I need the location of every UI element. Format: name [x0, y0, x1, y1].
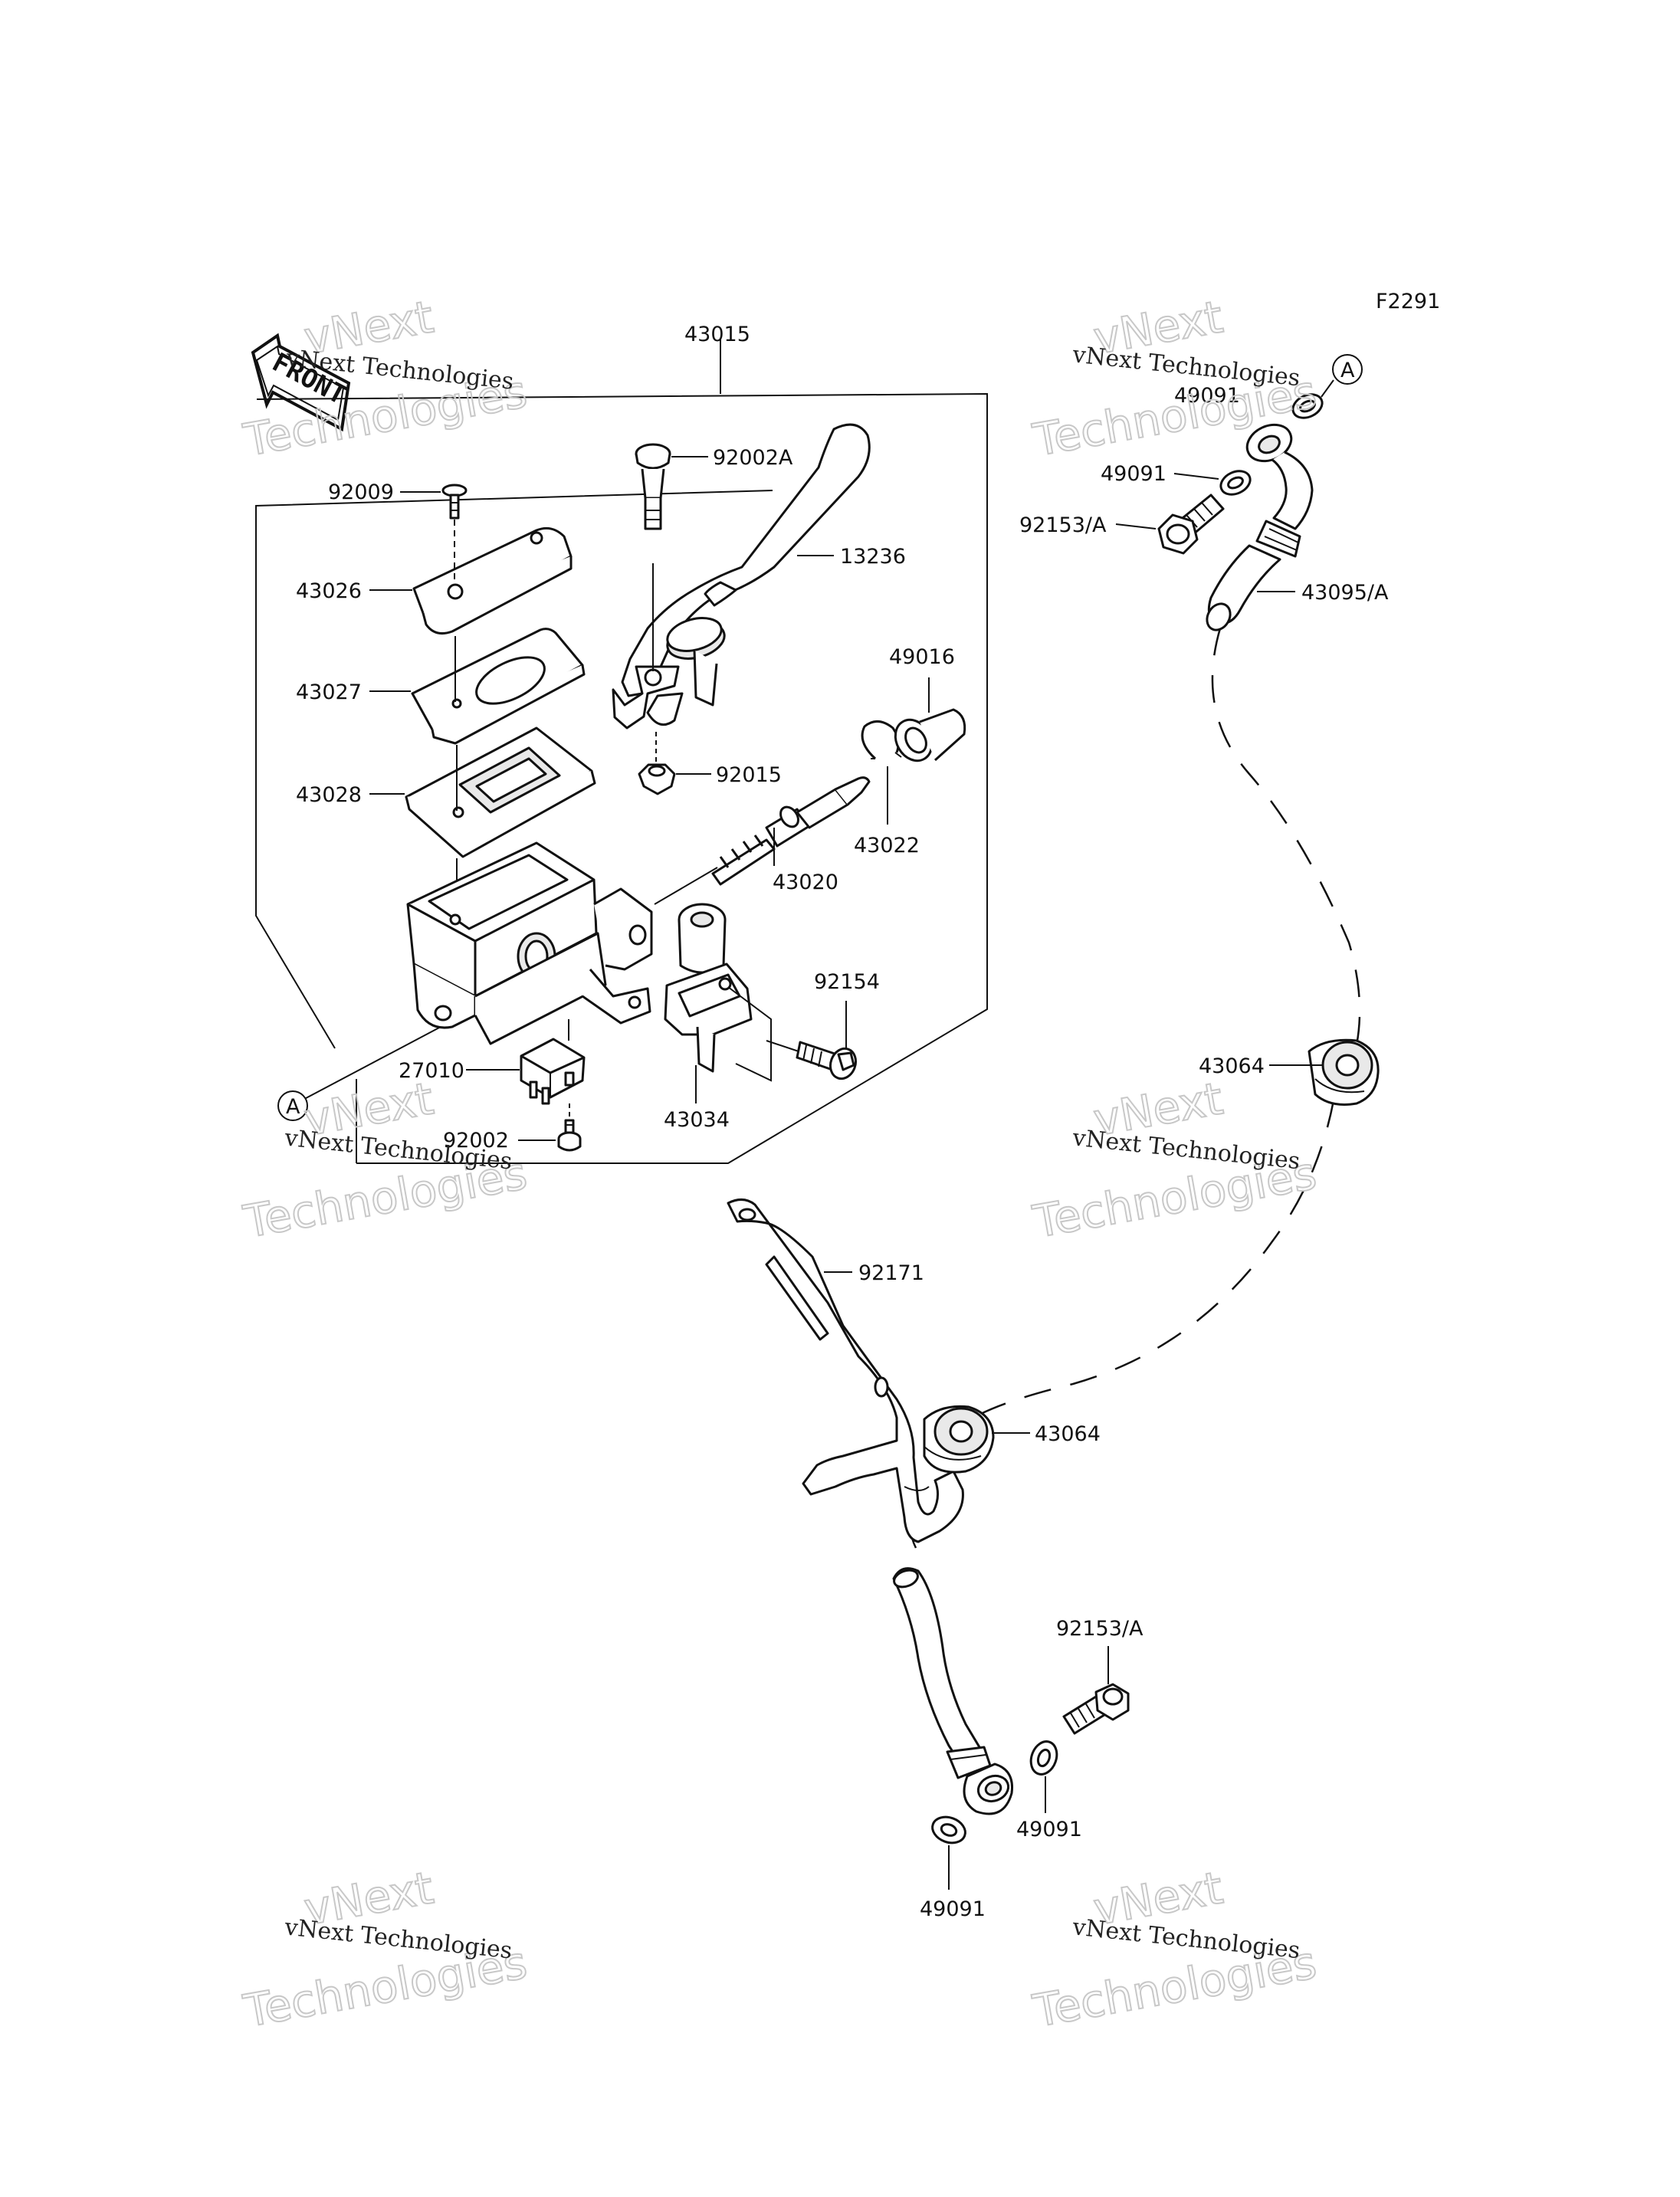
washer-49091-a2 [1219, 470, 1252, 496]
watermark-bottom-right: vNext Technologies vNext Technologies [1029, 1861, 1321, 2038]
piston-kit [711, 776, 871, 886]
svg-text:vNext Technologies: vNext Technologies [283, 1913, 514, 1964]
label-43034: 43034 [664, 1108, 730, 1132]
banjo-bolt-92153a-upper [1157, 494, 1225, 555]
screw-92002 [557, 1119, 582, 1152]
boot [894, 708, 966, 762]
label-49091-a1: 49091 [1174, 384, 1240, 408]
label-43015: 43015 [684, 323, 750, 346]
diaphragm [405, 726, 596, 858]
label-43027: 43027 [296, 680, 362, 704]
label-43022: 43022 [854, 834, 920, 857]
holder-clamp [664, 903, 753, 1073]
hose-clamp-bracket [727, 1199, 964, 1543]
svg-text:A: A [1340, 359, 1355, 382]
svg-text:vNext Technologies: vNext Technologies [1071, 1913, 1301, 1964]
label-49016: 49016 [889, 645, 955, 669]
washer-49091-b1 [1029, 1740, 1058, 1776]
nut-92015 [638, 763, 676, 795]
label-49091-b1: 49091 [1016, 1818, 1082, 1841]
washer-49091-a1 [1291, 393, 1324, 419]
svg-text:A: A [286, 1095, 300, 1119]
brake-hose-fitting-upper [1206, 423, 1314, 631]
bolt-92154 [796, 1041, 858, 1080]
label-92171: 92171 [858, 1261, 924, 1285]
screw-92009 [441, 484, 468, 520]
grommet-43064-lower [923, 1405, 995, 1474]
figure-code: F2291 [1376, 290, 1440, 313]
assembly-boundary [255, 339, 988, 1164]
brake-hose-lower [892, 1567, 1014, 1815]
label-13236: 13236 [840, 545, 906, 569]
watermark-mid-right: vNext Technologies vNext Technologies [1029, 1071, 1321, 1248]
ref-mark-a-left: A [277, 1090, 308, 1121]
label-43020: 43020 [773, 871, 838, 894]
svg-text:vNext Technologies: vNext Technologies [1071, 1124, 1301, 1175]
label-92015: 92015 [716, 763, 782, 787]
pivot-bolt-92002a [635, 443, 671, 530]
label-43026: 43026 [296, 579, 362, 603]
washer-49091-b2 [931, 1815, 966, 1844]
watermark-bottom-left: vNext Technologies vNext Technologies [239, 1861, 532, 2038]
reservoir-cap [412, 526, 573, 635]
banjo-bolt-92153a-lower [1062, 1683, 1130, 1735]
label-43095a: 43095/A [1301, 581, 1389, 605]
label-92153a-upper: 92153/A [1019, 513, 1107, 537]
brake-light-switch [520, 1038, 586, 1105]
label-43064-lower: 43064 [1035, 1422, 1101, 1446]
label-92009: 92009 [328, 480, 394, 504]
label-43028: 43028 [296, 783, 362, 807]
hose-route-upper [1211, 628, 1361, 1081]
brake-lever [612, 423, 871, 730]
label-92153a-lower: 92153/A [1056, 1617, 1144, 1641]
ref-mark-a-right: A [1332, 354, 1363, 385]
label-92002: 92002 [443, 1129, 509, 1153]
label-49091-a2: 49091 [1101, 462, 1166, 486]
reservoir-plate [411, 628, 586, 745]
label-92002a: 92002A [713, 446, 793, 470]
label-43064-upper: 43064 [1199, 1054, 1265, 1078]
master-cylinder-body [406, 841, 653, 1045]
grommet-43064-upper [1308, 1038, 1380, 1106]
label-27010: 27010 [399, 1059, 464, 1083]
label-49091-b2: 49091 [920, 1897, 986, 1921]
label-92154: 92154 [814, 970, 880, 994]
